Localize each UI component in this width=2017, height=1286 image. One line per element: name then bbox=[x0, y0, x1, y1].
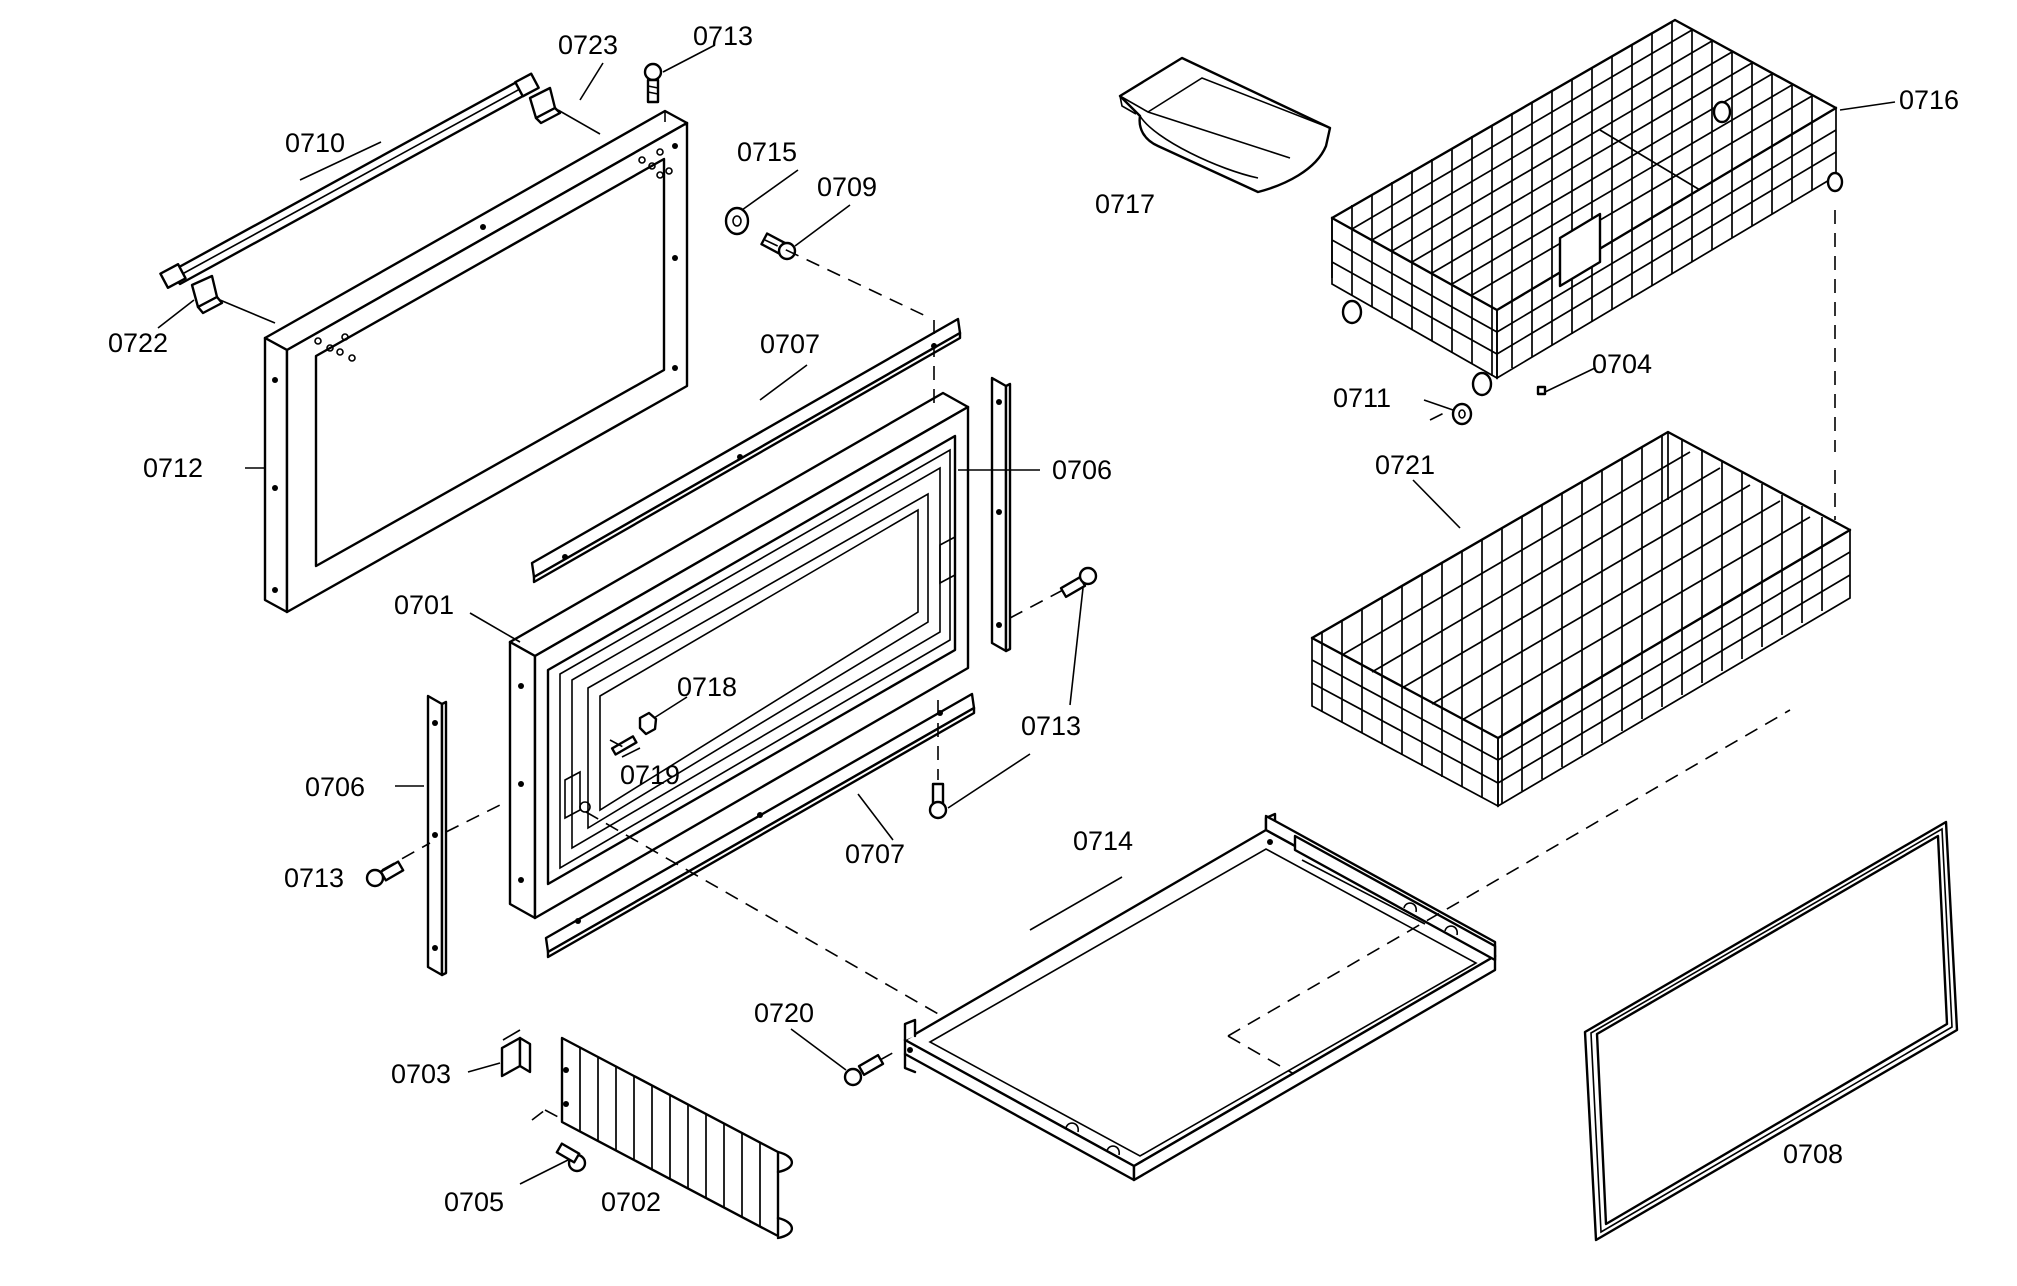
part-0716-upper-basket bbox=[1330, 18, 1844, 397]
part-0702-grille bbox=[560, 1036, 794, 1240]
label-0711: 0711 bbox=[1333, 383, 1391, 413]
assembly-line-0722 bbox=[219, 299, 276, 324]
part-0715-washer bbox=[724, 206, 750, 236]
assembly-dashed-lines bbox=[381, 210, 1836, 1121]
part-0720-screw bbox=[843, 1053, 885, 1087]
label-0704: 0704 bbox=[1592, 349, 1652, 379]
label-0707-upper: 0707 bbox=[760, 329, 820, 359]
label-0721: 0721 bbox=[1375, 450, 1435, 480]
label-0722: 0722 bbox=[108, 328, 168, 358]
label-0706-right: 0706 bbox=[1052, 455, 1112, 485]
part-0713-screw-mid bbox=[928, 782, 948, 820]
label-0717: 0717 bbox=[1095, 189, 1155, 219]
label-0701: 0701 bbox=[394, 590, 454, 620]
part-0722-bracket bbox=[190, 274, 224, 315]
part-0718-nut bbox=[638, 711, 658, 736]
label-0703: 0703 bbox=[391, 1059, 451, 1089]
part-0708-gasket bbox=[1583, 820, 1959, 1242]
part-0719-pin bbox=[610, 735, 638, 756]
part-0714-tray bbox=[903, 812, 1497, 1182]
part-0713-screw-right bbox=[1059, 566, 1098, 599]
label-0716: 0716 bbox=[1899, 85, 1959, 115]
label-0706-left: 0706 bbox=[305, 772, 365, 802]
part-labels: 0723 0713 0710 0715 0709 0722 0707 0712 … bbox=[108, 21, 1959, 1217]
part-0721-lower-basket bbox=[1310, 430, 1852, 808]
assembly-line-0723 bbox=[557, 109, 601, 135]
label-0713-top: 0713 bbox=[693, 21, 753, 51]
label-0712: 0712 bbox=[143, 453, 203, 483]
part-0707-upper-strip bbox=[530, 317, 962, 584]
part-0704-clip bbox=[1536, 385, 1547, 396]
label-0723: 0723 bbox=[558, 30, 618, 60]
label-0714: 0714 bbox=[1073, 826, 1133, 856]
part-0705-screw bbox=[555, 1142, 587, 1173]
label-0715: 0715 bbox=[737, 137, 797, 167]
part-0707-lower-strip bbox=[544, 692, 976, 959]
part-0710-handle-rod bbox=[159, 72, 540, 289]
label-0713-left: 0713 bbox=[284, 863, 344, 893]
label-0719: 0719 bbox=[620, 760, 680, 790]
part-0723-bracket bbox=[528, 86, 562, 125]
part-0713-screw-left bbox=[365, 860, 405, 888]
label-0709: 0709 bbox=[817, 172, 877, 202]
part-0717-bin bbox=[1118, 56, 1332, 194]
part-0709-screw bbox=[760, 232, 797, 261]
label-0707-lower: 0707 bbox=[845, 839, 905, 869]
label-0713-right: 0713 bbox=[1021, 711, 1081, 741]
part-0703-bracket bbox=[500, 1029, 532, 1078]
leader-lines bbox=[157, 44, 1896, 1185]
label-0705: 0705 bbox=[444, 1187, 504, 1217]
label-0718: 0718 bbox=[677, 672, 737, 702]
label-0710: 0710 bbox=[285, 128, 345, 158]
label-0720: 0720 bbox=[754, 998, 814, 1028]
label-0708: 0708 bbox=[1783, 1139, 1843, 1169]
part-0712-frame bbox=[263, 109, 689, 614]
part-0711-washer bbox=[1451, 402, 1473, 426]
part-0713-screw-top bbox=[643, 62, 663, 104]
label-0702: 0702 bbox=[601, 1187, 661, 1217]
part-0706-left-strip bbox=[426, 694, 448, 977]
part-0706-right-strip bbox=[990, 376, 1012, 653]
part-0701-door-frame bbox=[508, 391, 970, 920]
